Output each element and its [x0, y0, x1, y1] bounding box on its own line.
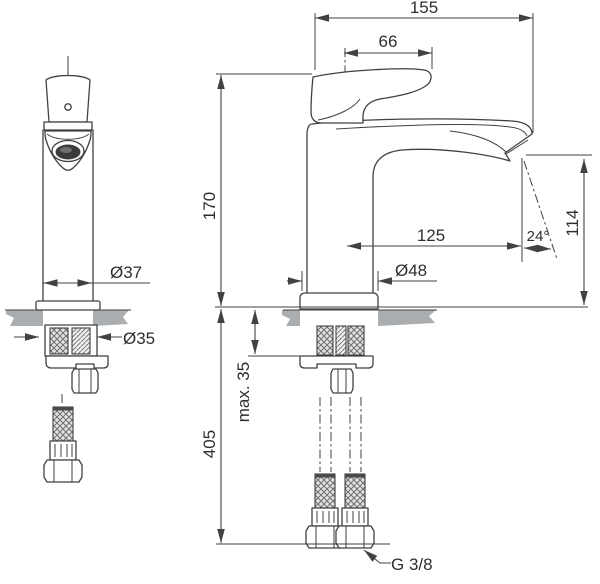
hose-section-hatch [49, 327, 69, 355]
fixing-set-front [44, 324, 109, 394]
base-flange-side [299, 292, 379, 310]
dim-projection-label: 125 [417, 226, 445, 245]
supply-hose-right [335, 473, 375, 549]
thread-leader-line [363, 549, 391, 564]
aerator-edge-side [505, 139, 529, 155]
threaded-rod-hatch [71, 327, 91, 355]
dim-overall-depth-label: 155 [410, 0, 438, 17]
mounting-nut-front [71, 368, 99, 394]
dim-hose-length-label: 405 [200, 430, 219, 458]
spout-front [44, 130, 92, 171]
dim-hole-diameter-label: Ø35 [123, 329, 155, 348]
body-spout-side [306, 118, 533, 295]
base-flange-front [35, 300, 101, 311]
aerator-highlight [60, 147, 72, 153]
mounting-bracket-side [299, 355, 374, 369]
dim-outlet-height-label: 114 [563, 209, 582, 236]
supply-hose-left [305, 473, 345, 549]
dim-max-thickness-label: max. 35 [234, 362, 253, 422]
dimension-lines [14, 13, 592, 564]
dim-base-diameter-label: Ø48 [395, 261, 427, 280]
hose-phantom-lines [319, 397, 362, 472]
mounting-nut-side [330, 368, 354, 394]
countertop-front-view [5, 309, 131, 326]
supply-hose-front [43, 394, 83, 483]
dim-handle-depth-label: 66 [379, 32, 398, 51]
handle-side [310, 68, 432, 124]
dim-body-diameter-label: Ø37 [110, 263, 142, 282]
mounting-bracket-front [45, 355, 109, 369]
hose-nut-right [335, 525, 375, 549]
spout-inner-curve [449, 130, 507, 153]
hose-nut-front [43, 459, 83, 483]
dim-height-label: 170 [200, 192, 219, 220]
thread-size-label: G 3/8 [391, 555, 433, 574]
dimension-labels: 155 66 170 405 max. 35 114 125 24° Ø37 Ø… [110, 0, 582, 574]
temperature-dot [64, 103, 72, 111]
spout-top-inner-line [335, 124, 528, 137]
fixing-set-side [299, 325, 374, 394]
countertop-side-view [282, 309, 437, 326]
front-view [35, 56, 109, 483]
handle-front [43, 74, 93, 131]
side-view [299, 48, 533, 549]
dim-angle-label: 24° [527, 228, 550, 245]
